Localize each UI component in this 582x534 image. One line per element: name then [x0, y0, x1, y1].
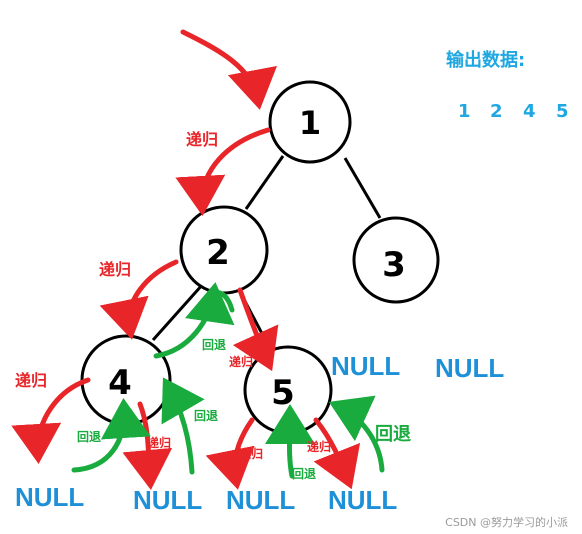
output-value: 1: [458, 101, 471, 122]
null-label: NULL: [226, 485, 295, 515]
node-2: 2: [179, 205, 269, 295]
backtrack-label: 回退: [77, 430, 101, 444]
node-1-label: 1: [299, 104, 321, 142]
backtrack-arrow: [211, 289, 235, 313]
backtrack-arrow: [328, 395, 385, 473]
recurse-arrow: [99, 259, 179, 340]
recurse-arrow: [175, 127, 271, 216]
null-label: NULL: [15, 482, 84, 512]
backtrack-arrow: [264, 404, 315, 479]
recurse-label: 递归: [307, 439, 331, 454]
watermark: CSDN @努力学习的小派: [445, 515, 568, 529]
recurse-arrow: [11, 377, 91, 464]
node-3: 3: [352, 216, 440, 304]
output-value: 4: [523, 101, 536, 122]
node-5-label: 5: [271, 373, 295, 413]
backtrack-arrow: [161, 377, 205, 475]
backtrack-label: 回退: [292, 467, 316, 481]
backtrack-label: 回退: [202, 338, 226, 352]
backtrack-arrow: [71, 398, 151, 473]
output-label: 输出数据:: [446, 49, 525, 71]
output-value: 2: [490, 101, 503, 122]
recurse-label: 递归: [186, 130, 218, 149]
recurse-label: 递归: [15, 371, 47, 390]
node-2-label: 2: [206, 233, 230, 273]
recurse-arrows: [11, 29, 361, 490]
null-label: NULL: [331, 351, 400, 381]
recurse-label: 递归: [229, 354, 253, 369]
recurse-label: 递归: [147, 435, 171, 450]
null-label: NULL: [435, 353, 504, 383]
backtrack-arrow: [153, 282, 235, 359]
recurse-label: 递归: [239, 446, 263, 461]
null-label: NULL: [133, 485, 202, 515]
output-value: 5: [556, 101, 569, 122]
node-1: 1: [268, 80, 352, 164]
output-values: 1 2 4 5: [458, 101, 569, 122]
recurse-arrow: [232, 287, 279, 372]
recurse-arrow: [180, 29, 278, 110]
recurse-arrow: [205, 417, 255, 490]
node-4-label: 4: [108, 363, 132, 403]
recurse-arrow: [313, 417, 361, 490]
recurse-label: 递归: [99, 260, 131, 279]
backtrack-arrows: [71, 282, 385, 479]
backtrack-label: 回退: [194, 409, 218, 423]
null-label: NULL: [328, 485, 397, 515]
backtrack-label: 回退: [375, 424, 411, 445]
edge-1-3: [343, 157, 382, 219]
node-3-label: 3: [382, 245, 406, 285]
edge-1-2: [244, 155, 285, 210]
